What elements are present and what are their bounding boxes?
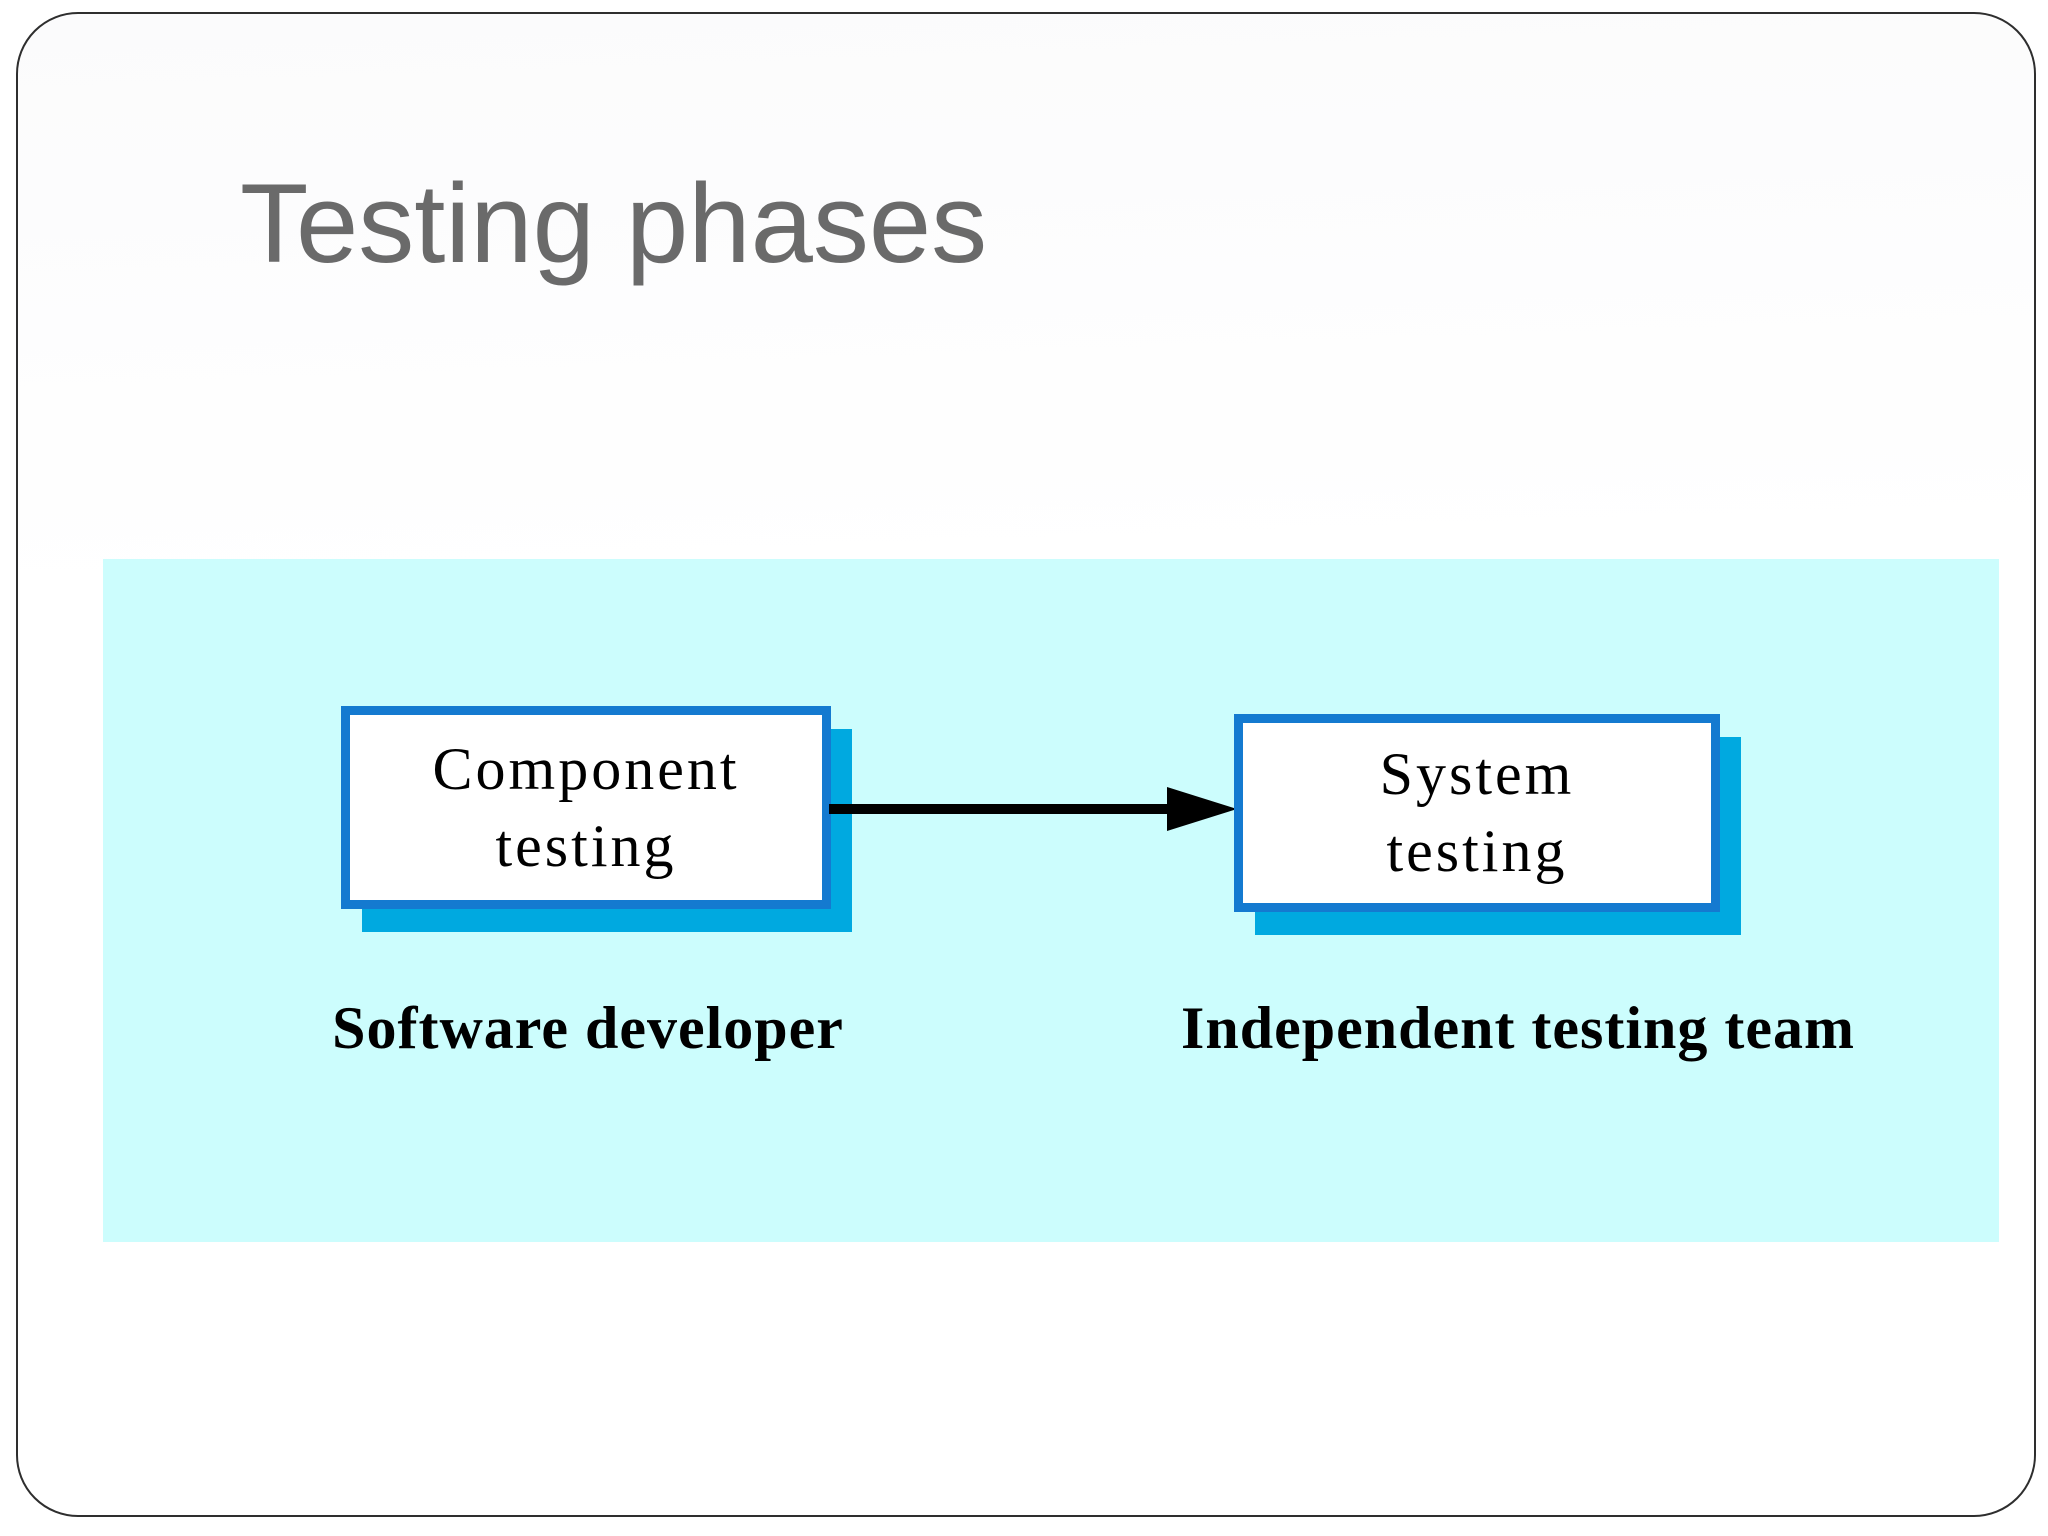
arrow-head <box>1167 787 1237 831</box>
caption-independent-testing-team: Independent testing team <box>1180 995 1855 1061</box>
caption-software-developer: Software developer <box>332 995 844 1061</box>
node-system-testing: System testing <box>1234 714 1720 912</box>
slide-border: Testing phases Component testing System … <box>16 12 2036 1517</box>
node-component-testing-label: Component testing <box>432 735 740 879</box>
flow-arrow-icon <box>829 787 1237 831</box>
node-component-testing: Component testing <box>341 706 831 909</box>
diagram-panel: Component testing System testing Softwar… <box>103 559 1999 1242</box>
page-title: Testing phases <box>240 161 988 286</box>
node-system-testing-label: System testing <box>1379 741 1575 884</box>
